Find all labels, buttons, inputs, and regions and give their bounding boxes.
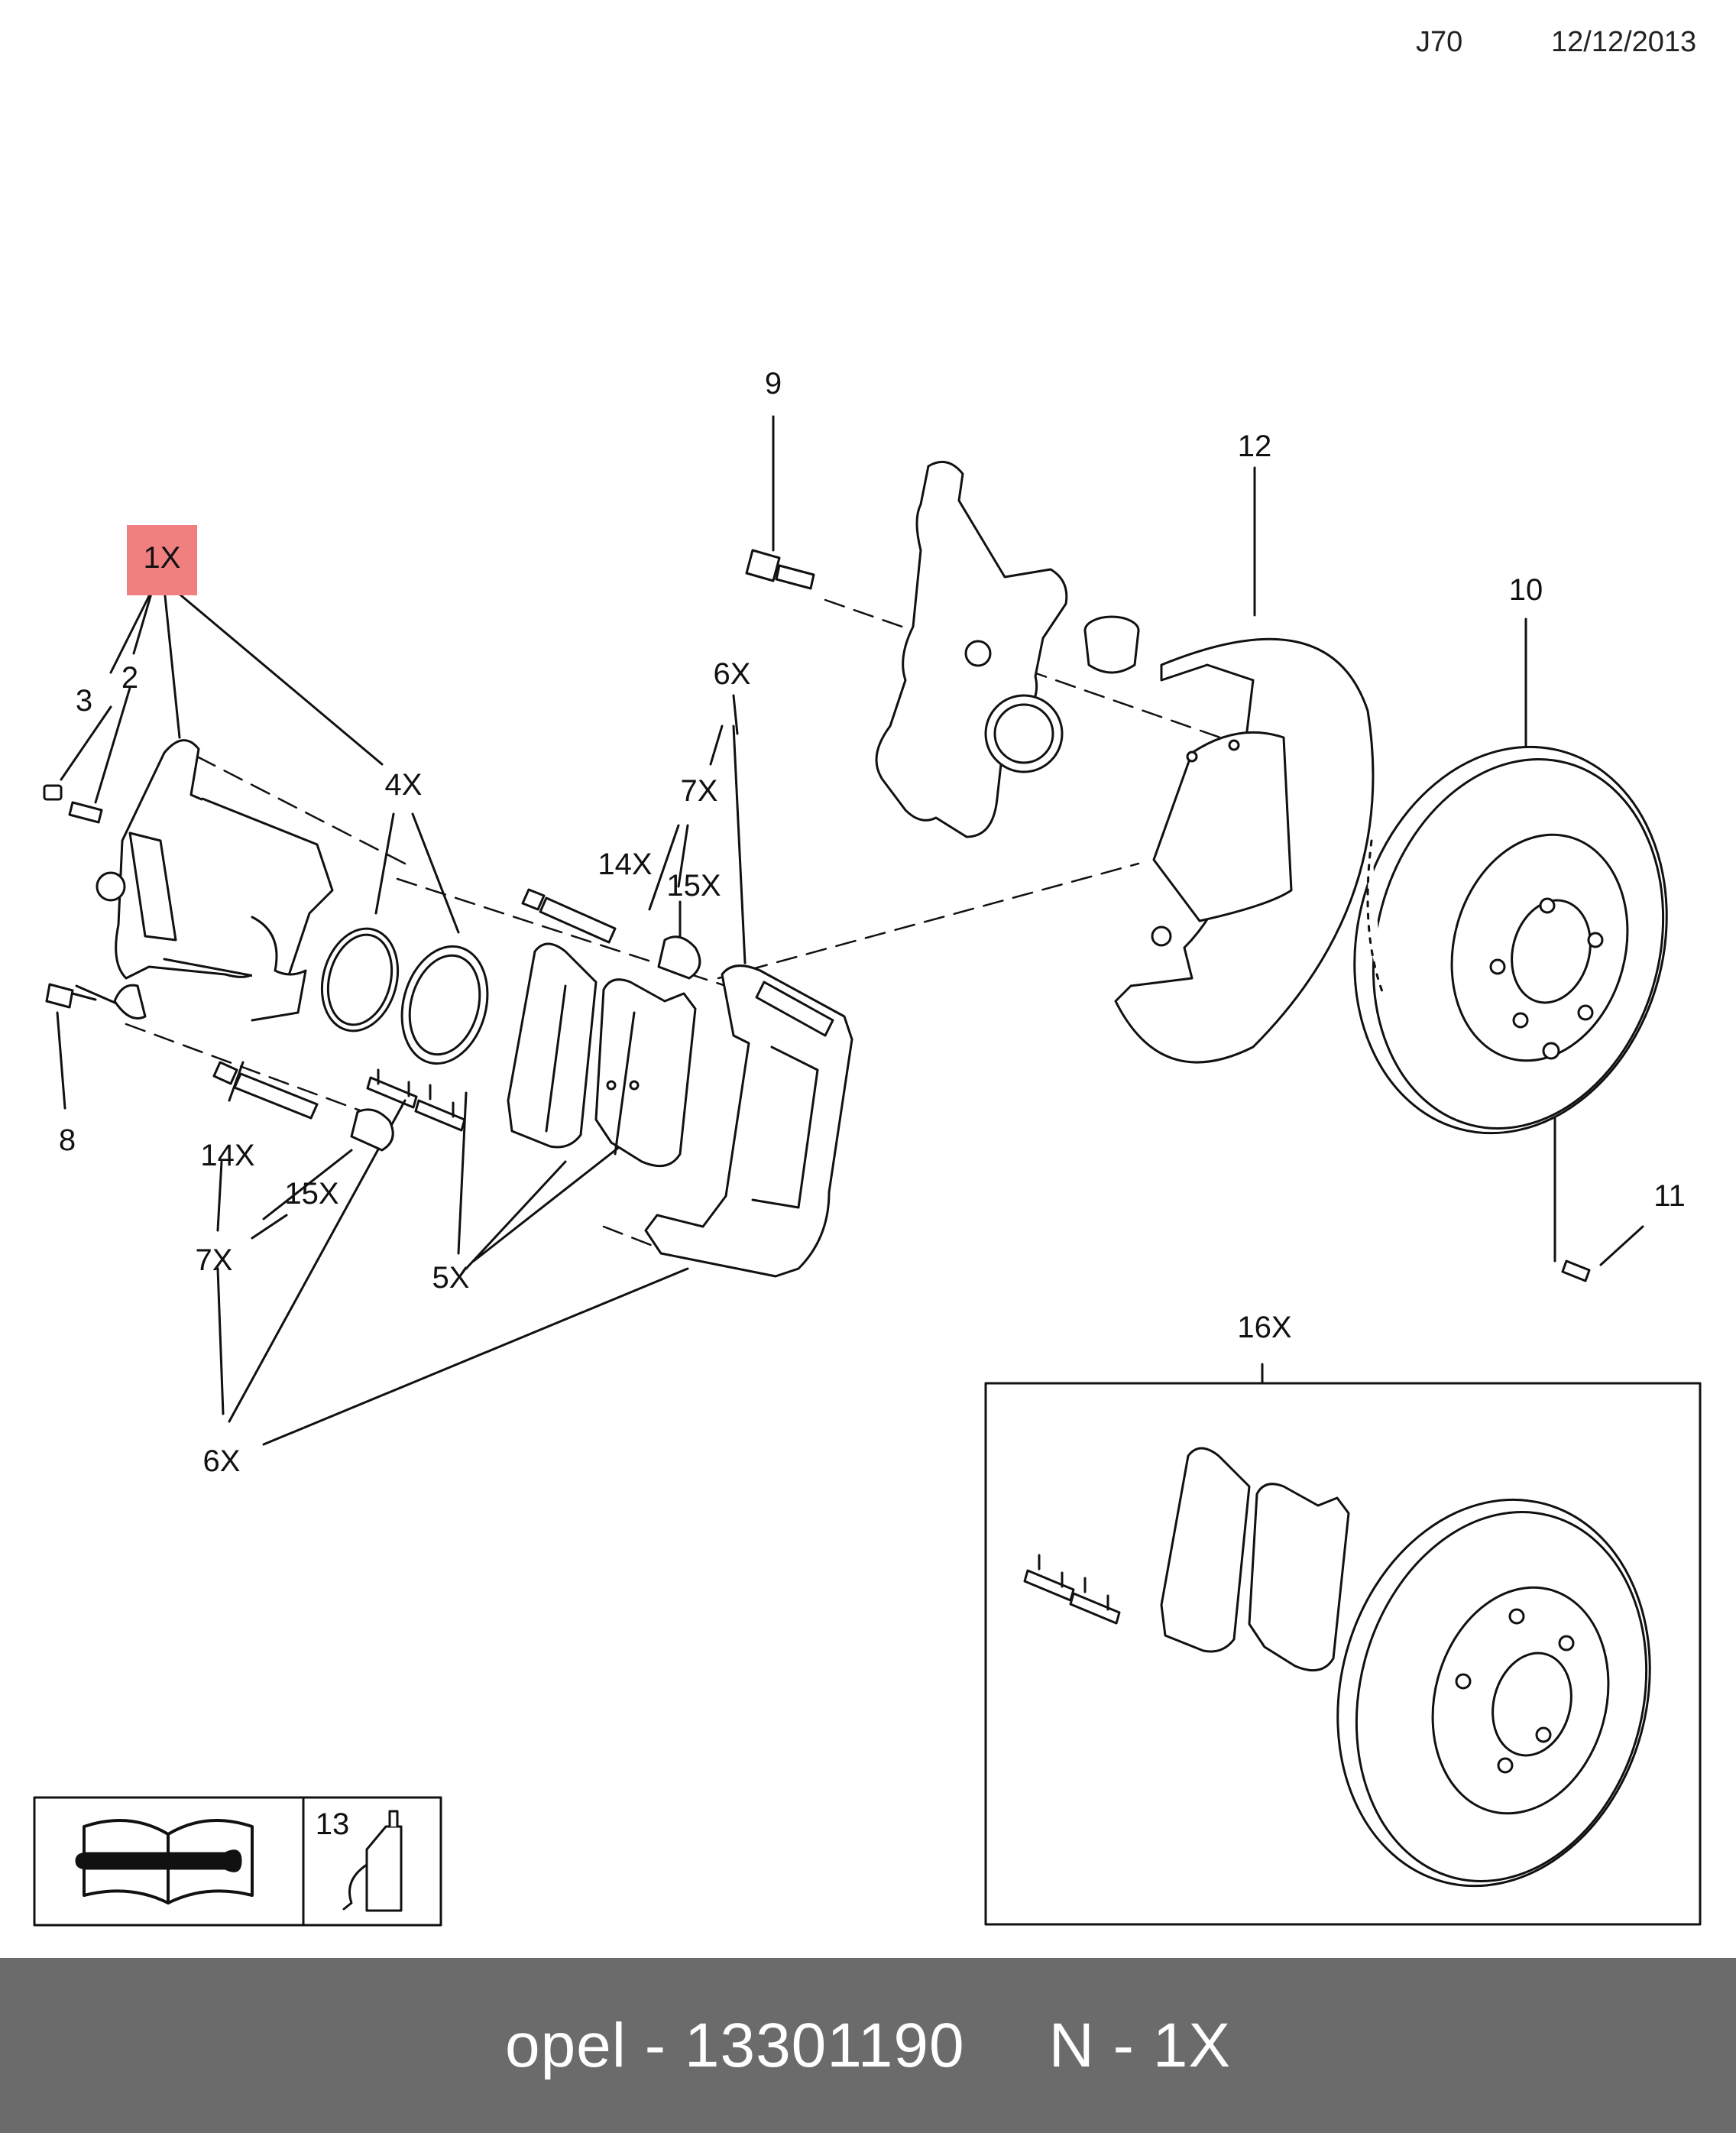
callout-5x: 5X <box>432 1261 470 1295</box>
callout-8: 8 <box>59 1123 76 1157</box>
dust-shield <box>1114 637 1375 1064</box>
rotor-screw <box>1561 1259 1591 1282</box>
callout-11: 11 <box>1653 1179 1686 1213</box>
callout-3: 3 <box>76 684 92 718</box>
callout-9: 9 <box>765 367 782 400</box>
callout-2: 2 <box>121 661 138 695</box>
manual-wrench-icon <box>75 1819 254 1904</box>
legend-box <box>33 1796 442 1927</box>
kit-box <box>984 1382 1702 1926</box>
callout-15x-bottom: 15X <box>284 1177 338 1211</box>
callout-7x-bottom: 7X <box>196 1243 233 1277</box>
kit-contents <box>1023 1447 1651 1888</box>
callout-14x-bottom: 14X <box>200 1139 254 1172</box>
guide-pins <box>212 888 701 1152</box>
callout-7x-top: 7X <box>681 774 718 808</box>
brake-pads <box>507 942 697 1168</box>
diagram-date: 12/12/2013 <box>1551 26 1697 58</box>
brake-disc <box>1353 745 1668 1135</box>
callout-15x-top: 15X <box>666 869 721 903</box>
lubricant-bottle-icon <box>342 1810 403 1912</box>
piston-seals <box>320 927 489 1065</box>
brake-caliper <box>96 739 334 1022</box>
callout-6x-bottom: 6X <box>203 1444 241 1478</box>
callout-13: 13 <box>316 1807 350 1841</box>
part-footer: opel - 13301190 N - 1X <box>0 1958 1736 2133</box>
callout-12: 12 <box>1238 430 1272 463</box>
callout-10: 10 <box>1509 573 1543 607</box>
callout-labels: 1X 2 3 4X 5X 6X 6X 7X 7X 8 9 10 11 12 14… <box>59 367 1686 1841</box>
diagram-code: J70 <box>1416 26 1463 58</box>
steering-knuckle <box>745 460 1140 838</box>
callout-16x: 16X <box>1237 1311 1291 1344</box>
callout-4x: 4X <box>385 768 423 802</box>
callout-6x-top: 6X <box>714 657 751 691</box>
part-highlight <box>127 525 197 595</box>
caliper-carrier <box>644 964 853 1278</box>
pad-clips <box>366 1068 466 1132</box>
callout-1x: 1X <box>144 541 181 575</box>
callout-14x-top: 14X <box>598 848 652 881</box>
part-quantity: N - 1X <box>1048 2010 1232 2080</box>
part-number: opel - 13301190 <box>504 2010 965 2080</box>
